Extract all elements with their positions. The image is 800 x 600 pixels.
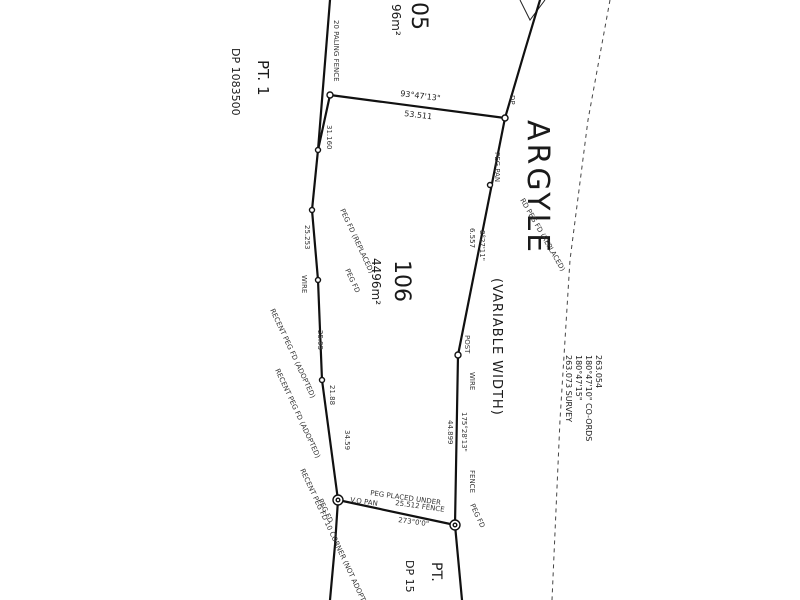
- peg-w-4: [314, 146, 322, 154]
- peg-w-2: [314, 276, 322, 284]
- pt1-dp: DP 1083500: [229, 48, 242, 116]
- west-distance-3: 25.95: [316, 330, 324, 350]
- west-wire-label: WIRE: [300, 275, 308, 293]
- lot-105-area: 96m²: [389, 4, 403, 36]
- east-dp-mark: DP: [508, 95, 516, 105]
- lot-106-area: 4496m²: [369, 258, 383, 305]
- east-upper-bearing: 8°27'11": [478, 230, 486, 261]
- pt-bottom-label: PT.: [428, 562, 444, 582]
- survey-note-line-4: 263.073 SURVEY: [564, 355, 573, 422]
- west-fence-note: 20 PALING FENCE: [332, 20, 340, 82]
- east-lower-distance: 44.899: [446, 420, 454, 445]
- east-post-label: POST: [463, 335, 471, 354]
- survey-note-line-2: 180°47'10" CO-ORDS: [584, 355, 593, 441]
- lot-105-east-boundary: [503, 0, 542, 120]
- west-distance-1: 31.160: [325, 125, 333, 150]
- peg-nw: [326, 91, 334, 99]
- recent-peg-adopted-note-2: RECENT PEG FD (ADOPTED): [273, 367, 322, 459]
- east-lower-bearing: 175°28'13": [460, 412, 468, 452]
- peg-se-inner: [452, 522, 458, 528]
- south-east-extension: [453, 523, 464, 600]
- lot-106-number: 106: [389, 260, 414, 302]
- road-reserve-edge: [551, 0, 611, 600]
- peg-fd-replaced-note: PEG FD (REPLACED): [338, 207, 375, 274]
- north-boundary-bearing: 93°47'13": [400, 89, 441, 103]
- peg-sw-inner: [335, 497, 341, 503]
- recent-peg-adopted-note-1: RECENT PEG FD (ADOPTED): [268, 307, 317, 399]
- peg-e-upper: [486, 181, 494, 189]
- east-peg-pan-label: PEG PAN: [493, 152, 501, 182]
- pt1-label: PT. 1: [254, 60, 272, 96]
- south-boundary-vo-pan: V.O PAN: [350, 496, 379, 508]
- north-boundary-distance: 53.511: [404, 109, 433, 121]
- lot-105-west-boundary: [316, 0, 332, 152]
- east-wire-label: WIRE: [468, 372, 476, 390]
- east-upper-distance: 6.557: [468, 228, 476, 248]
- west-distance-2: 25.253: [303, 225, 311, 250]
- lot-106-boundary: [310, 93, 507, 527]
- road-width-note: (VARIABLE WIDTH): [489, 278, 504, 416]
- peg-w-3: [318, 376, 326, 384]
- west-distance-4: 21.88: [328, 385, 336, 405]
- west-distance-5: 34.59: [343, 430, 351, 450]
- survey-note-line-3: 180°47'15": [574, 355, 583, 401]
- road-name: ARGYLE: [520, 120, 555, 255]
- peg-fd-note: PEG FD: [343, 267, 361, 294]
- lot-105-number: 05: [406, 2, 431, 30]
- dp-bottom-label: DP 15: [403, 560, 416, 593]
- peg-fd-right-note: PEG FD: [468, 502, 486, 529]
- top-right-detail: [519, 0, 546, 21]
- peg-ne: [501, 114, 509, 122]
- east-fence-label: FENCE: [468, 470, 476, 493]
- peg-w-1: [308, 206, 316, 214]
- survey-note-line-1: 263.054: [594, 355, 603, 388]
- south-west-extension: [328, 498, 340, 600]
- peg-e-mid: [454, 351, 462, 359]
